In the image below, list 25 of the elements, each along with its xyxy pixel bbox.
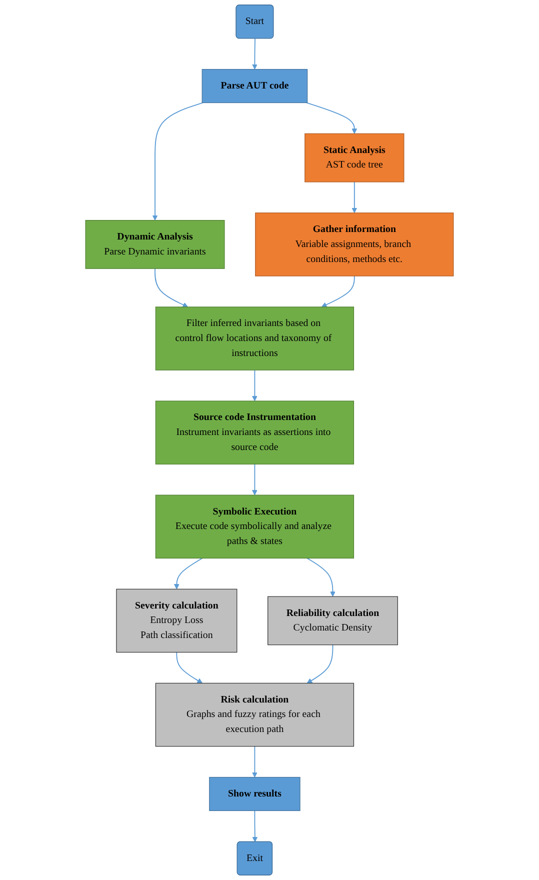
- arrow: [154, 268, 188, 308]
- arrow: [152, 102, 204, 221]
- arrow: [252, 370, 258, 402]
- arrow: [252, 464, 258, 496]
- arrow: [174, 558, 203, 590]
- node-box: Severity calculation Entropy Loss Path classification: [116, 588, 238, 653]
- arrow: [252, 38, 258, 70]
- arrow: [352, 181, 358, 214]
- node-box: Reliability calculation Cyclomatic Density: [268, 596, 398, 646]
- arrow: [252, 746, 258, 778]
- node-box: Gather information Variable assignments, branch conditions, methods etc.: [255, 212, 454, 276]
- node-box: Filter inferred invariants based on control flow locations and taxonomy of instructions: [155, 306, 354, 370]
- node-box: Risk calculation Graphs and fuzzy ratings for each execution path: [155, 682, 354, 747]
- arrow: [321, 276, 355, 308]
- arrow: [306, 644, 334, 684]
- arrow: [306, 558, 336, 597]
- node-box: Dynamic Analysis Parse Dynamic invariants: [85, 220, 225, 269]
- node-box: Static Analysis AST code tree: [304, 133, 404, 182]
- node-box: Symbolic Execution Execute code symbolically and analyze paths & states: [155, 494, 354, 558]
- arrow: [252, 810, 258, 842]
- node-box: Parse AUT code: [202, 69, 308, 104]
- node-box: Source code Instrumentation Instrument invariants as assertions into source code: [155, 400, 354, 464]
- arrow: [176, 652, 203, 684]
- node-box: Show results: [209, 776, 300, 811]
- arrow: [306, 102, 358, 134]
